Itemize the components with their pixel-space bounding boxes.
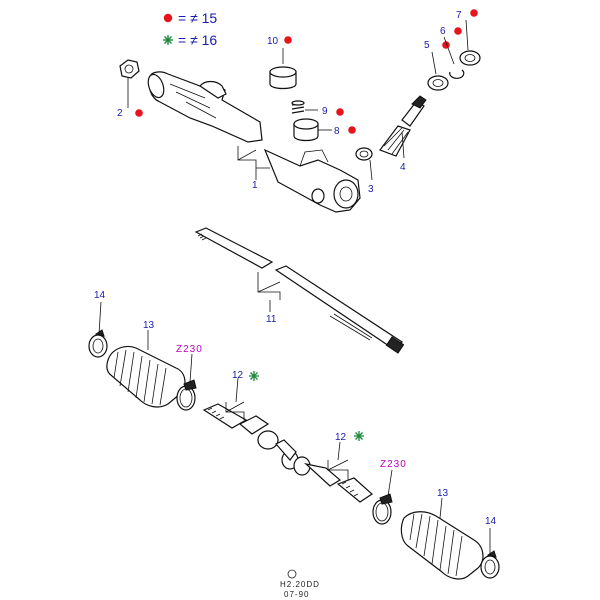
callout-11: 11 [266, 314, 277, 325]
red-dot-icon [470, 9, 478, 17]
callout-z230-right: Z230 [380, 459, 407, 470]
green-star-icon [249, 371, 259, 381]
green-star-icon [354, 431, 364, 441]
red-dot-icon [454, 27, 462, 35]
callout-14-right: 14 [485, 516, 497, 527]
legend: = ≠ 15 = ≠ 16 [163, 10, 217, 48]
part-z230-clamp-right[interactable] [372, 493, 393, 525]
part-z230-clamp-left[interactable] [176, 379, 197, 411]
callout-12-upper: 12 [232, 370, 244, 381]
part-7-seal[interactable] [459, 50, 481, 66]
part-6-circlip[interactable] [449, 69, 465, 79]
callout-7: 7 [456, 10, 462, 21]
part-12-tie-rod-lower[interactable] [293, 456, 373, 503]
red-dot-icon [163, 13, 173, 23]
callout-9: 9 [322, 106, 328, 117]
part-14-clip-left[interactable] [88, 329, 108, 358]
red-dot-icon [336, 108, 344, 116]
footer-date: 07-90 [284, 590, 309, 599]
red-dot-icon [348, 126, 356, 134]
callout-12-lower: 12 [335, 432, 347, 443]
part-3-seal[interactable] [355, 147, 373, 161]
callout-13-right: 13 [437, 488, 449, 499]
part-9-spring[interactable] [291, 100, 305, 114]
callout-10: 10 [267, 36, 279, 47]
part-8-yoke[interactable] [293, 118, 319, 142]
part-2-nut[interactable] [119, 59, 140, 79]
callout-z230-left: Z230 [176, 344, 203, 355]
callout-2: 2 [117, 108, 123, 119]
callout-14-left: 14 [94, 290, 106, 301]
callout-8: 8 [334, 126, 340, 137]
callout-4: 4 [400, 162, 406, 173]
callout-1: 1 [252, 180, 258, 191]
callout-5: 5 [424, 40, 430, 51]
legend-green-text: = ≠ 16 [178, 32, 217, 48]
part-13-bellows-right[interactable] [400, 511, 484, 580]
part-11-rack[interactable] [194, 227, 405, 354]
callout-6: 6 [440, 26, 446, 37]
green-star-icon [163, 35, 173, 45]
callout-3: 3 [368, 184, 374, 195]
red-dot-icon [135, 109, 143, 117]
ford-logo-icon [287, 569, 297, 579]
footer: H2.20DD 07-90 [280, 569, 320, 599]
part-5-bearing[interactable] [427, 75, 449, 91]
part-14-clip-right[interactable] [480, 550, 500, 579]
footer-code: H2.20DD [280, 580, 320, 589]
part-13-bellows-left[interactable] [106, 345, 186, 408]
red-dot-icon [284, 36, 292, 44]
legend-red-text: = ≠ 15 [178, 10, 217, 26]
part-12-tie-rod-upper[interactable] [202, 403, 299, 470]
callout-13-left: 13 [143, 320, 155, 331]
part-10-cap[interactable] [269, 66, 297, 90]
part-1-rack-housing[interactable] [145, 71, 361, 213]
